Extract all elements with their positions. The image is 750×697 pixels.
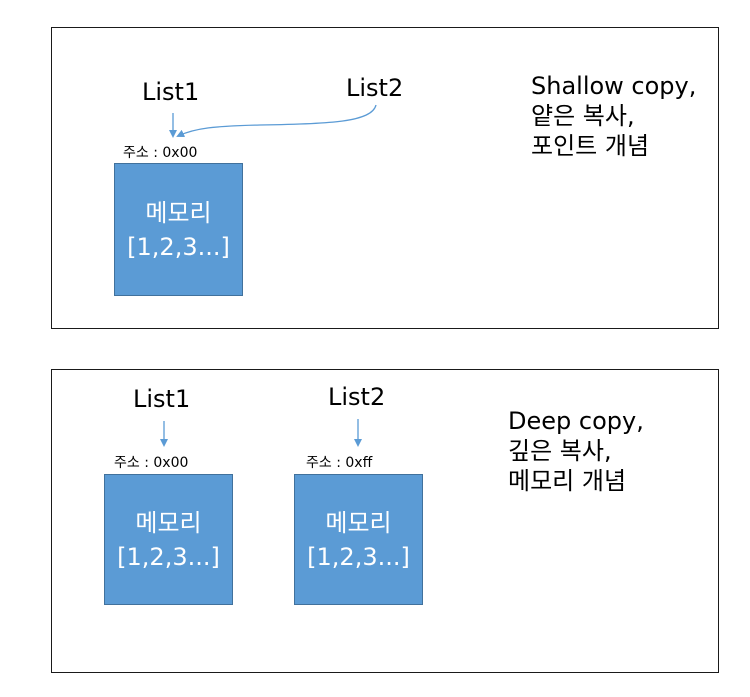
shallow-memory-title: 메모리 xyxy=(145,198,212,227)
deep-memory2-values: [1,2,3...] xyxy=(307,542,410,571)
shallow-description-line-1: Shallow copy, xyxy=(531,72,697,100)
deep-description: Deep copy, 깊은 복사, 메모리 개념 xyxy=(508,406,644,496)
deep-list2-label: List2 xyxy=(328,383,386,411)
deep-memory-block-2: 메모리 [1,2,3...] xyxy=(294,474,423,605)
deep-memory1-title: 메모리 xyxy=(135,508,202,537)
deep-description-line-2: 깊은 복사, xyxy=(508,437,612,465)
deep-memory1-values: [1,2,3...] xyxy=(117,542,220,571)
deep-memory2-title: 메모리 xyxy=(325,508,392,537)
shallow-description: Shallow copy, 얕은 복사, 포인트 개념 xyxy=(531,71,696,161)
shallow-list2-label: List2 xyxy=(346,74,404,102)
shallow-memory-block: 메모리 [1,2,3...] xyxy=(114,163,243,296)
shallow-description-line-2: 얕은 복사, xyxy=(531,102,635,130)
deep-description-line-3: 메모리 개념 xyxy=(508,467,627,495)
shallow-description-line-3: 포인트 개념 xyxy=(531,132,650,160)
shallow-list1-label: List1 xyxy=(142,78,200,106)
deep-list1-label: List1 xyxy=(133,385,191,413)
shallow-memory-values: [1,2,3...] xyxy=(127,232,230,261)
shallow-address-label: 주소 : 0x00 xyxy=(123,145,198,161)
deep-address1-label: 주소 : 0x00 xyxy=(114,455,189,471)
deep-description-line-1: Deep copy, xyxy=(508,407,644,435)
deep-address2-label: 주소 : 0xff xyxy=(306,455,373,471)
deep-memory-block-1: 메모리 [1,2,3...] xyxy=(104,474,233,605)
